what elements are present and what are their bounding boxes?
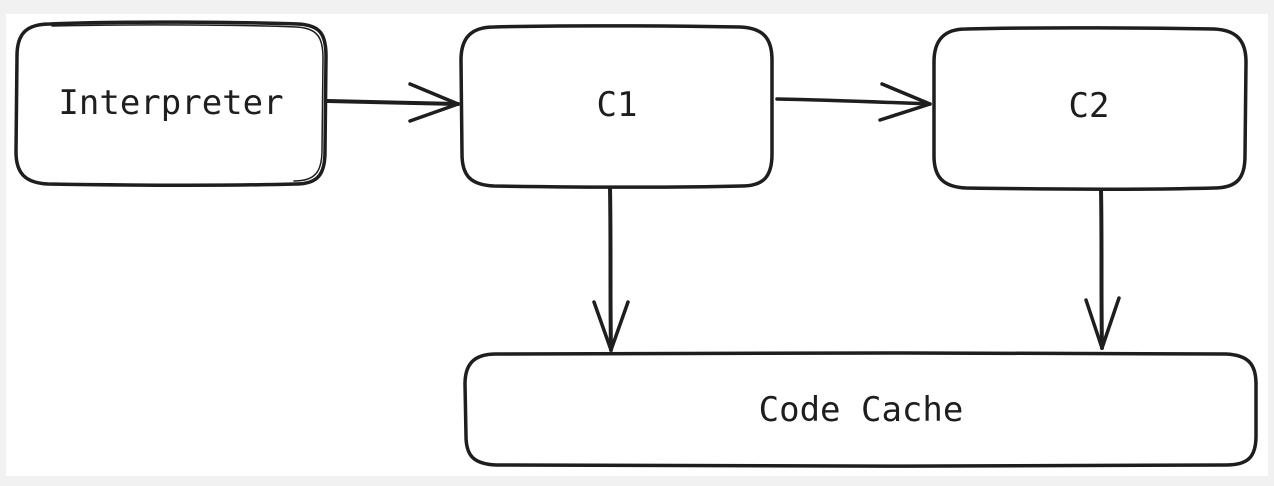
c1-node[interactable]: C1	[459, 24, 774, 189]
c2-label: C2	[1069, 86, 1110, 126]
interpreter-node[interactable]: Interpreter	[14, 20, 328, 187]
c2-node[interactable]: C2	[932, 26, 1248, 191]
arrow-interpreter-to-c1	[326, 82, 460, 123]
c1-label: C1	[597, 85, 638, 125]
interpreter-label: Interpreter	[58, 83, 283, 123]
arrow-c1-to-code-cache	[592, 186, 630, 352]
arrow-c1-to-c2	[775, 82, 932, 122]
arrow-c2-to-code-cache	[1084, 188, 1121, 350]
code-cache-label: Code Cache	[759, 390, 964, 430]
code-cache-node[interactable]: Code Cache	[463, 351, 1258, 468]
